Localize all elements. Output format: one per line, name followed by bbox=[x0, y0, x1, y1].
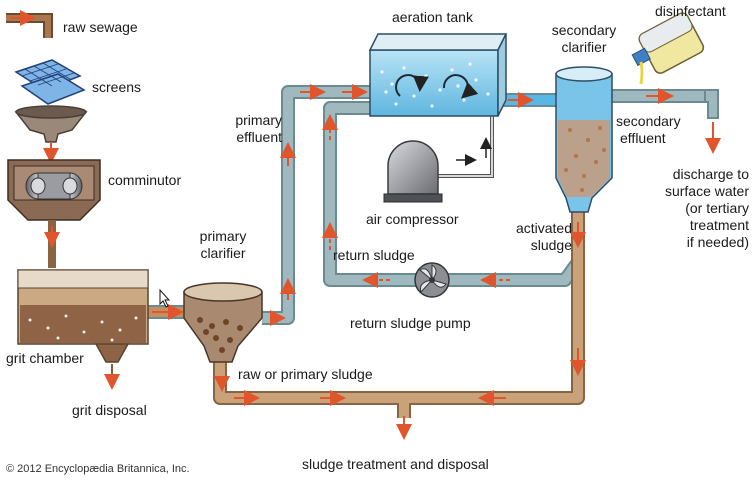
aeration-tank-label: aeration tank bbox=[392, 9, 473, 25]
air-compressor bbox=[383, 140, 443, 203]
aeration-tank bbox=[368, 33, 508, 117]
raw-sewage-label: raw sewage bbox=[63, 19, 138, 35]
raw-sewage-pipe-inner bbox=[6, 15, 51, 38]
screens bbox=[14, 59, 88, 143]
air-line bbox=[438, 112, 494, 178]
secondary-clarifier-label: secondary clarifier bbox=[551, 22, 617, 55]
secondary-clarifier bbox=[555, 66, 613, 213]
sludge-treatment-label: sludge treatment and disposal bbox=[302, 456, 489, 472]
air-compressor-label: air compressor bbox=[366, 211, 459, 227]
primary-clarifier-label: primary clarifier bbox=[199, 228, 247, 261]
return-sludge-label: return sludge bbox=[333, 247, 415, 263]
grit-disposal-label: grit disposal bbox=[72, 402, 147, 418]
disinfectant-label: disinfectant bbox=[655, 3, 726, 19]
cursor-icon bbox=[159, 288, 171, 308]
discharge-label: discharge to surface water (or tertiary … bbox=[664, 166, 749, 250]
return-sludge-pump bbox=[414, 262, 450, 298]
return-sludge-pump-label: return sludge pump bbox=[350, 315, 471, 331]
primary-clarifier bbox=[183, 282, 263, 363]
screens-label: screens bbox=[92, 79, 142, 95]
comminutor bbox=[7, 159, 101, 221]
air-line-inner bbox=[438, 112, 493, 177]
raw-or-primary-sludge-label: raw or primary sludge bbox=[238, 366, 373, 382]
flow-arrows bbox=[214, 84, 721, 440]
disinfectant-bottle bbox=[631, 12, 705, 85]
discharge-spout bbox=[704, 89, 719, 119]
grit-chamber bbox=[17, 269, 149, 363]
grit-chamber-label: grit chamber bbox=[6, 350, 84, 366]
secondary-effluent-label: secondary effluent bbox=[616, 113, 681, 146]
primary-effluent-label: primary effluent bbox=[235, 112, 282, 145]
return-flow-arrows bbox=[322, 114, 510, 288]
activated-sludge-label: activated sludge bbox=[515, 220, 572, 253]
copyright-notice: © 2012 Encyclopædia Britannica, Inc. bbox=[6, 463, 190, 475]
comminutor-label: comminutor bbox=[108, 172, 182, 188]
